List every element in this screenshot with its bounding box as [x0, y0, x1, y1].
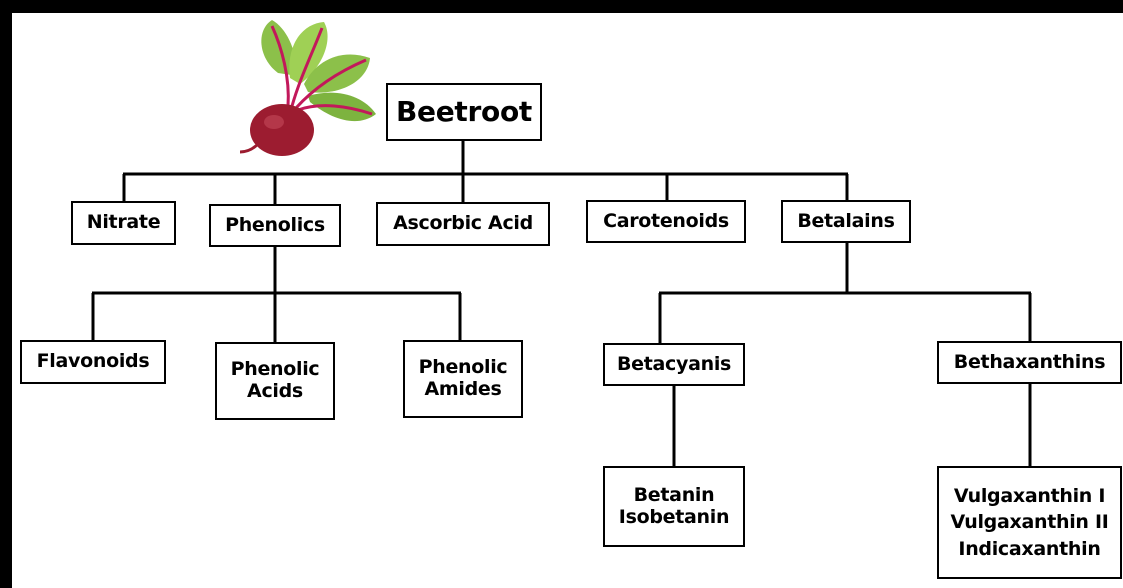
node-phenolic-amides-line1: Phenolic: [419, 357, 508, 379]
node-ascorbic-acid-label: Ascorbic Acid: [393, 213, 533, 235]
node-phenolic-amides-line2: Amides: [424, 379, 501, 401]
node-vulgaxanthins: Vulgaxanthin I Vulgaxanthin II Indicaxan…: [937, 466, 1122, 579]
node-phenolic-acids-line2: Acids: [247, 381, 303, 403]
node-phenolic-acids: Phenolic Acids: [215, 342, 335, 420]
node-phenolic-acids-line1: Phenolic: [231, 359, 320, 381]
node-flavonoids: Flavonoids: [20, 340, 166, 384]
node-nitrate: Nitrate: [71, 201, 176, 245]
node-phenolics-label: Phenolics: [225, 215, 325, 237]
node-betanin-line2: Isobetanin: [619, 507, 729, 529]
node-betanin-isobetanin: Betanin Isobetanin: [603, 466, 745, 547]
node-vulgaxanthin-line3: Indicaxanthin: [958, 536, 1100, 563]
node-nitrate-label: Nitrate: [87, 212, 161, 234]
node-ascorbic-acid: Ascorbic Acid: [376, 202, 550, 246]
node-carotenoids-label: Carotenoids: [603, 211, 729, 233]
node-vulgaxanthin-line2: Vulgaxanthin II: [951, 509, 1109, 536]
node-beetroot: Beetroot: [386, 83, 542, 141]
node-betacyanis: Betacyanis: [603, 343, 745, 386]
node-betalains: Betalains: [781, 200, 911, 243]
beetroot-icon: [238, 18, 380, 158]
node-phenolics: Phenolics: [209, 204, 341, 247]
node-betanin-line1: Betanin: [634, 485, 715, 507]
node-phenolic-amides: Phenolic Amides: [403, 340, 523, 418]
node-carotenoids: Carotenoids: [586, 200, 746, 243]
node-bethaxanthins: Bethaxanthins: [937, 341, 1122, 384]
node-vulgaxanthin-line1: Vulgaxanthin I: [954, 483, 1105, 510]
node-betacyanis-label: Betacyanis: [617, 354, 731, 376]
node-betalains-label: Betalains: [797, 211, 894, 233]
node-flavonoids-label: Flavonoids: [37, 351, 150, 373]
node-bethaxanthins-label: Bethaxanthins: [954, 352, 1105, 374]
node-beetroot-label: Beetroot: [396, 96, 532, 128]
